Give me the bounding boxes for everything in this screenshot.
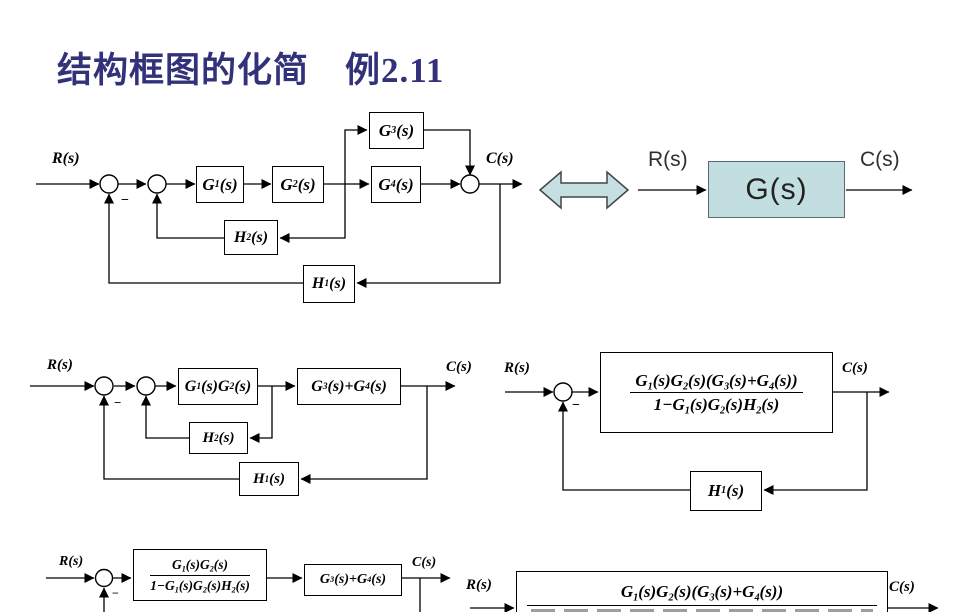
sum-minus-sign: − [121,193,129,208]
output-label: C(s) [446,359,472,375]
wire-branch-g3 [344,125,368,184]
diagram-step2-wires [505,382,890,495]
clipped-denominator-remnant [531,609,873,612]
summing-junction-1 [94,376,114,396]
input-label: R(s) [59,554,84,569]
summing-junction-output [460,174,480,194]
sum-minus-sign: − [112,586,119,600]
fraction-denominator: 1−G1(s)G2(s)H2(s) [150,577,250,595]
input-label: R(s) [47,357,73,373]
summing-junction-2 [136,376,156,396]
wire-feedback-h1-out [99,395,239,480]
summing-junction [553,382,573,402]
diagram-step1-wires [30,376,456,484]
output-label: C(s) [486,150,514,167]
output-label: C(s) [889,579,915,595]
summing-junction-2 [147,174,167,194]
output-label: C(s) [842,360,868,376]
wire-feedback-h2-in [279,184,346,243]
input-label: R(s) [466,577,492,593]
input-label: R(s) [52,150,80,167]
wire-feedback-h1-out [558,401,690,491]
wire-feedback-h2-out [152,193,224,239]
summing-junction-1 [99,174,119,194]
output-label: C(s) [860,148,900,171]
output-label: C(s) [412,555,437,570]
fraction-numerator: G1(s)G2(s) [150,557,250,576]
input-label: R(s) [504,360,530,376]
transfer-fraction: G1(s)G2(s)(G3(s)+G4(s)) 1−G1(s)G2(s)H2(s… [630,371,803,417]
wire-feedback-h2-in [249,386,273,443]
wire-feedback-h1-out [104,193,303,284]
wire-feedback-h1-in [356,184,501,288]
wire-feedback-h1-in [300,386,428,484]
slide-title: 结构框图的化简 例2.11 [57,51,445,90]
block-gs: G(s) [708,161,845,218]
diagram-original-wires [36,125,523,288]
sum-minus-sign: − [572,398,580,413]
transfer-fraction: G1(s)G2(s) 1−G1(s)G2(s)H2(s) [150,557,250,595]
diagram-step3-wires [46,568,451,612]
fraction-numerator: G1(s)G2(s)(G3(s)+G4(s)) [630,371,803,393]
wire-feedback-h1-in [763,392,868,495]
summing-junction [94,568,114,588]
wire-feedback-h2-out [141,395,189,439]
block-closed-loop-fraction: G1(s)G2(s)(G3(s)+G4(s)) 1−G1(s)G2(s)H2(s… [600,352,833,433]
fraction-numerator: G1(s)G2(s)(G3(s)+G4(s)) [620,582,784,604]
wire-g3-out [423,129,475,176]
fraction-denominator: 1−G1(s)G2(s)H2(s) [653,395,780,417]
sum-minus-sign: − [114,395,122,410]
fraction-bar [527,605,877,606]
input-label: R(s) [648,148,688,171]
block-inner-loop-fraction: G1(s)G2(s) 1−G1(s)G2(s)H2(s) [133,549,267,601]
equivalence-arrow-icon [538,170,630,210]
